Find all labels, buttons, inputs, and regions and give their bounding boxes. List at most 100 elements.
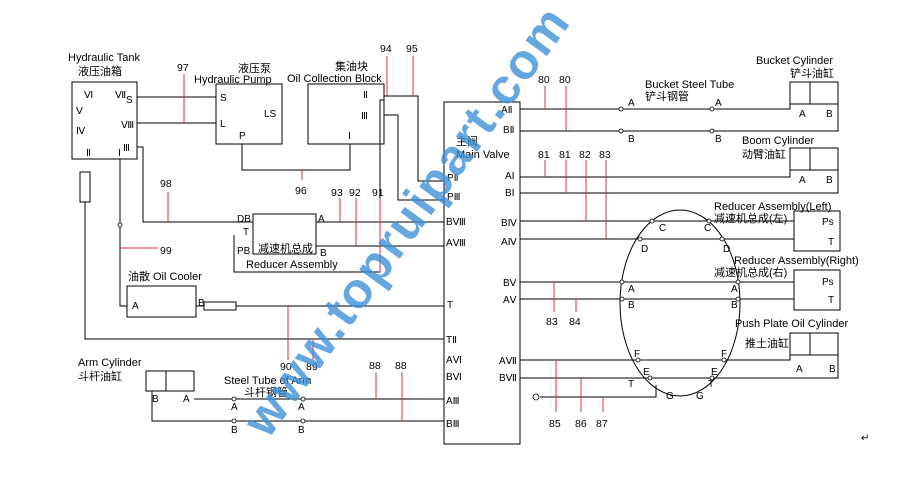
main-valve	[443, 101, 521, 445]
collector-port-ii: Ⅱ	[363, 90, 368, 101]
svg-text:95: 95	[406, 43, 418, 55]
collector-label-en: Oil Collection Block	[287, 73, 382, 85]
bucket-cylinder-head	[789, 81, 811, 105]
reducer-label-en: Reducer Assembly	[246, 259, 338, 271]
reducer-port-pb: PB	[237, 246, 251, 257]
svg-text:G: G	[666, 391, 674, 402]
svg-text:A: A	[298, 402, 305, 413]
push-cylinder-label-en: Push Plate Oil Cylinder	[735, 318, 848, 330]
arm-cylinder-head	[145, 370, 167, 392]
hydraulic-pump	[215, 83, 283, 145]
arm-cylinder-label-en: Arm Cylinder	[78, 357, 142, 369]
svg-text:87: 87	[596, 418, 608, 430]
tank-port-iv: Ⅳ	[76, 126, 86, 137]
reducer-left	[793, 210, 841, 252]
boom-cylinder-port-b: B	[826, 175, 833, 186]
pump-port-l: L	[220, 119, 226, 130]
svg-text:B: B	[231, 425, 238, 436]
reducer-right-port-t: T	[828, 295, 834, 306]
svg-text:96: 96	[295, 185, 307, 197]
reducer-port-a: A	[318, 214, 325, 225]
pump-port-p: P	[239, 131, 246, 142]
tank-port-vii: Ⅶ	[115, 90, 126, 101]
valve-port-aiii: AⅢ	[446, 396, 460, 407]
svg-text:C: C	[659, 223, 666, 234]
bucket-cylinder-label-en: Bucket Cylinder	[756, 55, 833, 67]
svg-text:E: E	[643, 367, 650, 378]
valve-port-biv: BⅣ	[501, 218, 518, 229]
svg-text:B: B	[715, 134, 722, 145]
svg-text:94: 94	[380, 43, 392, 55]
svg-text:84: 84	[569, 316, 581, 328]
boom-cylinder-label-en: Boom Cylinder	[742, 135, 814, 147]
tank-label-cn: 液压油箱	[78, 64, 122, 78]
svg-text:T: T	[628, 379, 634, 390]
svg-text:B: B	[731, 300, 738, 311]
arm-cylinder-label-cn: 斗杆油缸	[78, 369, 122, 383]
reducer-port-b: B	[320, 248, 327, 259]
line-letters: A A B B C C D D A A B B F F E E T T G G …	[231, 98, 738, 436]
valve-port-ai: AⅠ	[505, 171, 515, 182]
valve-port-avii: AⅦ	[499, 356, 517, 367]
svg-text:81: 81	[559, 149, 571, 161]
valve-port-aiv: AⅣ	[501, 237, 518, 248]
line-numbers: 97 98 99 96 93 92 91 94 95 80 80 81 81 8…	[160, 43, 611, 430]
pump-port-s: S	[220, 93, 227, 104]
svg-text:88: 88	[395, 360, 407, 372]
svg-text:83: 83	[546, 316, 558, 328]
valve-port-bvi: BⅥ	[446, 372, 462, 383]
boom-cylinder-head	[789, 147, 811, 171]
reducer-assembly	[252, 213, 317, 255]
push-cylinder-port-a: A	[796, 364, 803, 375]
svg-text:80: 80	[559, 74, 571, 86]
svg-text:D: D	[723, 244, 730, 255]
svg-text:88: 88	[369, 360, 381, 372]
reducer-port-db: DB	[237, 214, 251, 225]
svg-text:T: T	[708, 379, 714, 390]
junction-dots	[117, 106, 741, 424]
svg-text:A: A	[231, 402, 238, 413]
push-plate-cylinder-head	[789, 332, 811, 356]
cooler-port-a: A	[132, 301, 139, 312]
reducer-label-cn: 减速机总成	[258, 241, 313, 255]
svg-text:90: 90	[280, 361, 292, 373]
hydraulic-tank	[71, 81, 138, 160]
boom-cylinder-port-a: A	[799, 175, 806, 186]
svg-text:A: A	[731, 284, 738, 295]
arm-tube-label-en: Steel Tube of Arm	[224, 375, 311, 387]
reducer-left-label-en: Reducer Assembly(Left)	[714, 201, 831, 213]
svg-text:98: 98	[160, 178, 172, 190]
pump-label-en: Hydraulic Pump	[194, 74, 272, 86]
reducer-right-label-en: Reducer Assembly(Right)	[734, 255, 859, 267]
return-mark: ↵	[861, 433, 869, 444]
reducer-right-label-cn: 减速机总成(右)	[714, 265, 787, 279]
svg-text:A: A	[628, 98, 635, 109]
svg-text:86: 86	[575, 418, 587, 430]
reducer-right-port-ps: Ps	[822, 277, 834, 288]
svg-text:89: 89	[306, 361, 318, 373]
svg-text:A: A	[628, 284, 635, 295]
valve-port-pii: PⅡ	[447, 173, 459, 184]
tank-port-iii: Ⅲ	[123, 143, 130, 154]
cooler-port-b: B	[198, 298, 205, 309]
bucket-cylinder-label-cn: 铲斗油缸	[790, 66, 834, 80]
tank-label-en: Hydraulic Tank	[68, 52, 140, 64]
boom-cylinder-label-cn: 动臂油缸	[742, 147, 786, 161]
svg-text:B: B	[628, 134, 635, 145]
collector-label-cn: 集油块	[335, 59, 368, 73]
valve-port-tii: TⅡ	[446, 335, 457, 346]
oil-collection-block	[307, 83, 385, 145]
valve-port-piii: PⅢ	[447, 192, 461, 203]
collector-port-i: Ⅰ	[348, 131, 351, 142]
svg-text:99: 99	[160, 245, 172, 257]
main-valve-label-en: Main Valve	[456, 149, 510, 161]
svg-text:81: 81	[538, 149, 550, 161]
reducer-left-port-ps: Ps	[822, 217, 834, 228]
tank-port-viii: Ⅷ	[121, 120, 134, 131]
svg-text:93: 93	[331, 187, 343, 199]
tank-port-ii: Ⅱ	[86, 148, 91, 159]
valve-port-bvii: BⅦ	[499, 373, 517, 384]
arm-cylinder-port-b: B	[152, 394, 159, 405]
arm-tube-label-cn: 斗杆钢管	[244, 385, 288, 399]
svg-text:97: 97	[177, 62, 189, 74]
